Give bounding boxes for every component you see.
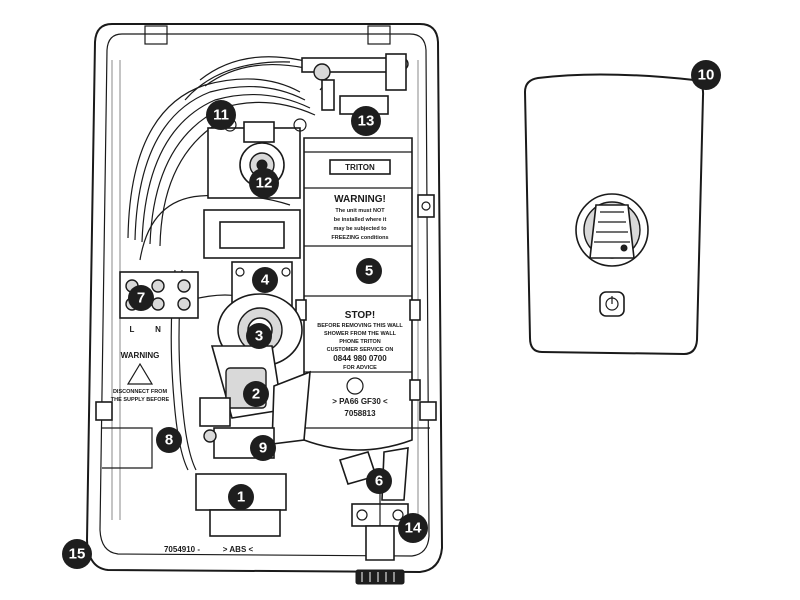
svg-text:5: 5	[365, 263, 373, 280]
part-number: 7058813	[344, 409, 376, 418]
warning-freeze-line: FREEZING conditions	[331, 235, 388, 241]
callout-3: 3	[246, 323, 272, 349]
brand-logo: TRITON	[345, 163, 375, 172]
svg-text:8: 8	[165, 432, 173, 449]
svg-text:11: 11	[213, 107, 229, 124]
pressure-relief-device	[338, 447, 409, 561]
callout-15: 15	[62, 539, 92, 569]
stop-line: SHOWER FROM THE WALL	[324, 331, 397, 337]
callout-8: 8	[156, 427, 182, 453]
callout-13: 13	[351, 106, 381, 136]
callout-12: 12	[249, 168, 279, 198]
stop-title: STOP!	[345, 310, 375, 321]
shower-backplate: 7054910 - > ABS <	[85, 23, 444, 585]
stop-phone: 0844 980 0700	[333, 354, 387, 363]
svg-text:1: 1	[237, 489, 245, 506]
stop-line: PHONE TRITON	[339, 339, 380, 345]
svg-text:3: 3	[255, 328, 263, 345]
terminal-live-label: L	[130, 325, 135, 334]
callout-2: 2	[243, 381, 269, 407]
callout-9: 9	[250, 435, 276, 461]
svg-text:2: 2	[252, 386, 260, 403]
svg-text:9: 9	[259, 440, 267, 457]
svg-text:4: 4	[261, 272, 270, 289]
callout-7: 7	[128, 285, 154, 311]
callout-10: 10	[691, 60, 721, 90]
stop-line: CUSTOMER SERVICE ON	[327, 347, 394, 353]
warning-freeze-title: WARNING!	[334, 194, 386, 205]
svg-text:15: 15	[69, 546, 86, 563]
terminal-neutral-label: N	[155, 325, 161, 334]
material-code: > PA66 GF30 <	[332, 397, 388, 406]
warning-disconnect-line: DISCONNECT FROM	[113, 389, 168, 395]
warning-freeze-line: be installed where it	[334, 217, 387, 223]
terminal-block: L N WARNING DISCONNECT FROM THE SUPPLY B…	[111, 271, 199, 403]
warning-freeze-line: may be subjected to	[334, 226, 388, 232]
stop-line: FOR ADVICE	[343, 365, 377, 371]
inlet-pipework	[301, 53, 409, 115]
svg-text:10: 10	[698, 67, 715, 84]
svg-text:12: 12	[256, 175, 273, 192]
svg-text:6: 6	[375, 473, 383, 490]
callout-1: 1	[228, 484, 254, 510]
callout-14: 14	[398, 513, 428, 543]
warning-freeze-line: The unit must NOT	[335, 208, 385, 214]
callout-4: 4	[252, 267, 278, 293]
svg-text:14: 14	[405, 520, 422, 537]
heater-tank: TRITON WARNING! The unit must NOT be ins…	[295, 137, 421, 451]
front-cover	[523, 73, 705, 356]
stop-line: BEFORE REMOVING THIS WALL	[317, 323, 403, 329]
base-code-text: 7054910 -	[164, 545, 200, 554]
svg-text:7: 7	[137, 290, 145, 307]
base-material-text: > ABS <	[223, 545, 254, 554]
svg-text:13: 13	[358, 113, 375, 130]
callout-6: 6	[366, 468, 392, 494]
warning-disconnect-line: THE SUPPLY BEFORE	[111, 397, 170, 403]
control-assembly	[203, 118, 307, 259]
warning-disconnect-title: WARNING	[121, 351, 160, 360]
callout-5: 5	[356, 258, 382, 284]
callout-11: 11	[206, 100, 236, 130]
